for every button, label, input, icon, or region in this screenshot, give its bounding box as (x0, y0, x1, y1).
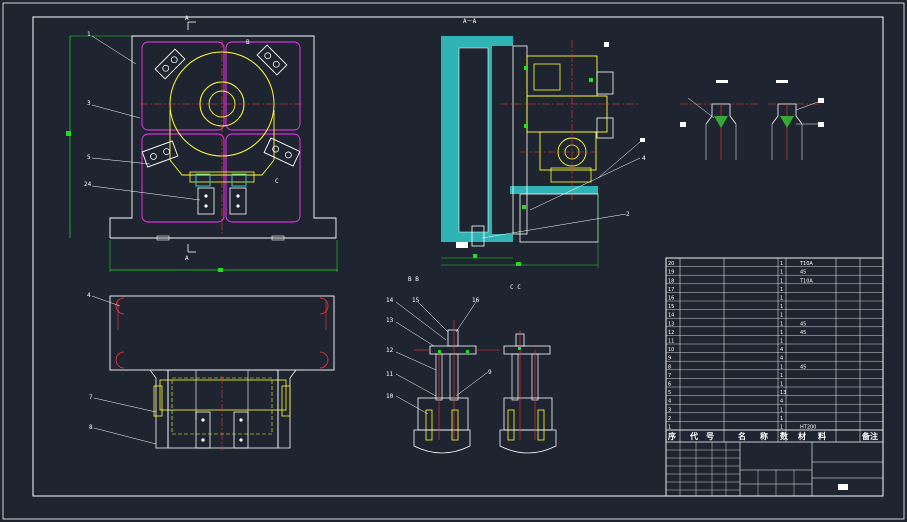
bom-row-no: 10 (668, 347, 674, 353)
section-mark-a-bottom: A (185, 255, 189, 262)
bom-row-no: 2 (668, 416, 671, 422)
bom-row-material: 45 (800, 321, 806, 327)
section-callout-15: 15 (412, 297, 420, 304)
callout-3: 3 (87, 100, 91, 107)
section-cc-title: C C (510, 284, 521, 291)
aa-callout-2: 2 (626, 211, 630, 218)
bom-row-qty: 1 (780, 382, 783, 388)
drawing-frame (32, 16, 884, 497)
bom-row-qty: 1 (780, 270, 783, 276)
bom-row-no: 20 (668, 261, 674, 267)
bom-row-no: 11 (668, 339, 674, 345)
section-callout-16: 16 (472, 297, 480, 304)
section-callout-12: 12 (386, 347, 394, 354)
bom-header-code2: 号 (706, 432, 714, 441)
bom-row-no: 1 (668, 425, 671, 431)
bom-row-no: 13 (668, 321, 674, 327)
aa-callout-4: 4 (642, 155, 646, 162)
section-mark-a-top: A (185, 15, 189, 22)
bom-row-qty: 1 (780, 304, 783, 310)
bom-row-qty: 1 (780, 407, 783, 413)
bom-row-no: 3 (668, 407, 671, 413)
bom-row-qty: 1 (780, 364, 783, 370)
section-callout-9: 9 (488, 369, 492, 376)
bom-row-material: 45 (800, 270, 806, 276)
bom-row-no: 7 (668, 373, 671, 379)
bom-header-no: 序 (668, 431, 676, 441)
bom-header-code: 代 (689, 431, 698, 441)
bom-row-material: T10A (799, 278, 813, 284)
callout-7: 7 (89, 394, 93, 401)
bom-header-name: 名 (738, 431, 746, 441)
bom-row-qty: 1 (780, 330, 783, 336)
section-mark-c: C (275, 178, 279, 185)
bom-header-name2: 称 (760, 431, 768, 441)
section-bb-cc-view: B B C C 14 15 (386, 276, 557, 454)
bom-row-qty: 1 (780, 278, 783, 284)
bom-row-no: 18 (668, 278, 674, 284)
section-bb-title: B B (408, 276, 419, 283)
bom-row-qty: 4 (780, 356, 783, 362)
bom-header-qty: 数 (780, 431, 789, 441)
bom-row-no: 16 (668, 296, 674, 302)
bom-row-qty: 1 (780, 339, 783, 345)
bom-row-qty: 1 (780, 296, 783, 302)
bom-row-no: 8 (668, 364, 671, 370)
bom-row-no: 12 (668, 330, 674, 336)
bom-row-qty: 4 (780, 347, 783, 353)
bom-row-no: 4 (668, 399, 671, 405)
bom-row-qty: 4 (780, 399, 783, 405)
bom-row-material: HT200 (800, 425, 816, 431)
bom-header-material: 材 (798, 431, 806, 441)
bottom-view: 4 7 8 (87, 292, 335, 450)
bom-row-no: 19 (668, 270, 674, 276)
section-callout-14: 14 (386, 297, 394, 304)
bom-row-qty: 1 (780, 313, 783, 319)
callout-24: 24 (84, 181, 92, 188)
section-callout-13: 13 (386, 317, 394, 324)
plan-view: A A B C 1 3 5 24 (66, 15, 338, 272)
callout-5: 5 (87, 154, 91, 161)
callout-8: 8 (89, 424, 93, 431)
section-mark-b: B (246, 39, 250, 46)
bom-row-no: 6 (668, 382, 671, 388)
bom-row-material: 45 (800, 330, 806, 336)
bom-row-qty: 1 (780, 321, 783, 327)
bom-row-qty: 1 (780, 425, 783, 431)
bom-header-remark: 备注 (861, 431, 878, 441)
bom-row-material: 45 (800, 364, 806, 370)
bom-row-qty: 1 (780, 287, 783, 293)
bom-row-qty: 1 (780, 261, 783, 267)
bom-row-qty: 1 (780, 373, 783, 379)
bom-row-no: 14 (668, 313, 674, 319)
bom-row-no: 17 (668, 287, 674, 293)
callout-1: 1 (87, 31, 91, 38)
bom-row-qty: 1 (780, 416, 783, 422)
bom-header-material2: 料 (818, 431, 826, 441)
detail-views (680, 80, 824, 160)
section-aa-view: A－A (441, 18, 646, 268)
callout-4-bottom: 4 (87, 292, 91, 299)
bom-row-no: 5 (668, 390, 671, 396)
section-callout-11: 11 (386, 371, 394, 378)
bom-row-qty: 13 (780, 390, 786, 396)
bom-row-no: 9 (668, 356, 671, 362)
bom-row-no: 15 (668, 304, 674, 310)
section-callout-10: 10 (386, 393, 394, 400)
section-aa-title: A－A (463, 18, 477, 25)
bom-row-material: T10A (799, 261, 813, 267)
